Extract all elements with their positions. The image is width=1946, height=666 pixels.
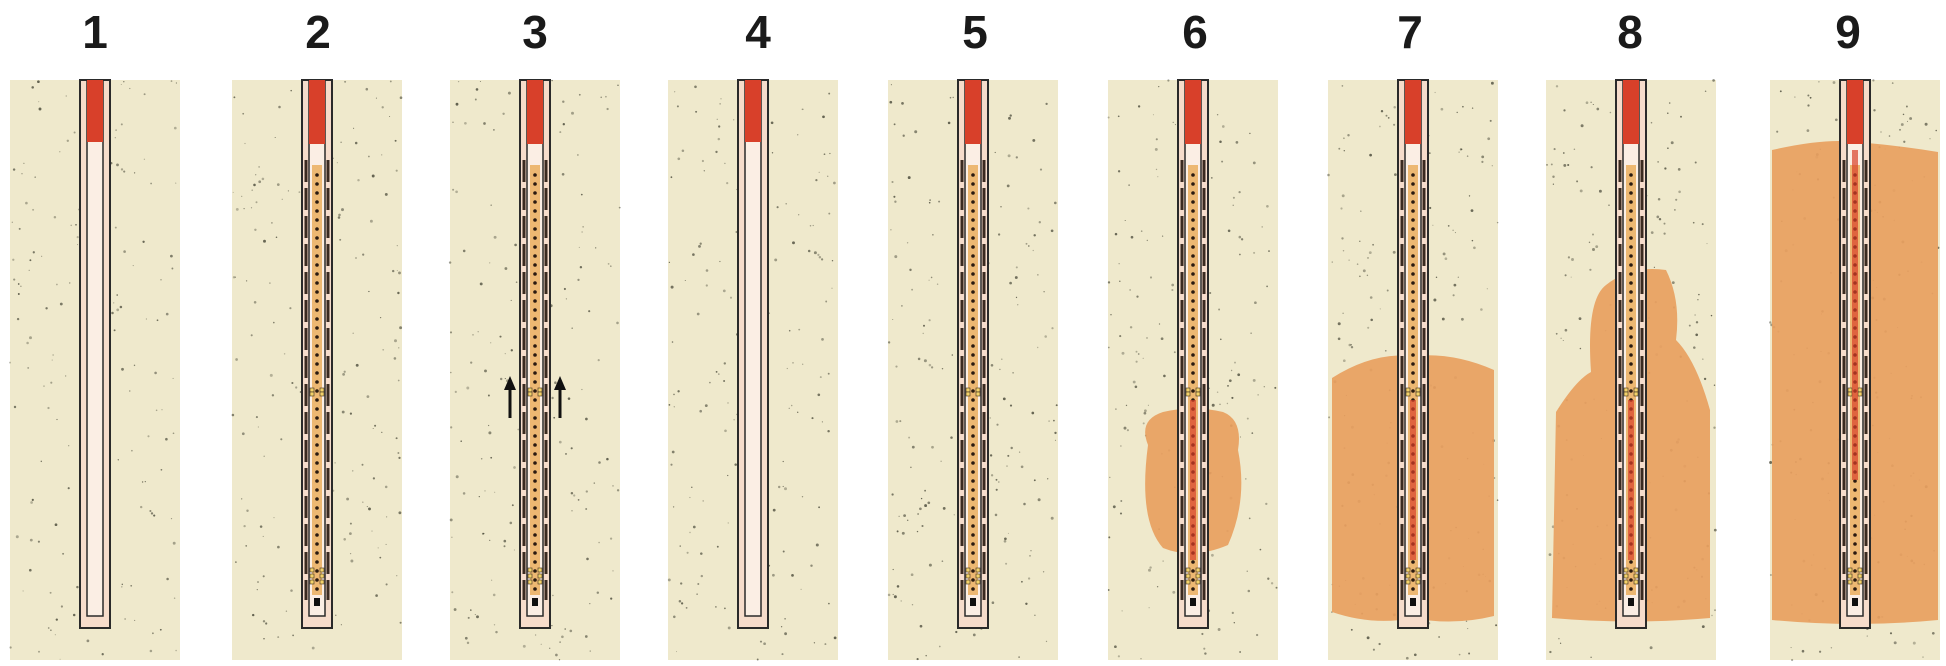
panel-2 bbox=[232, 80, 403, 660]
panel-4 bbox=[668, 80, 838, 660]
panel-3 bbox=[449, 80, 621, 660]
fluid-column-top bbox=[527, 80, 543, 144]
panel-5 bbox=[888, 80, 1058, 660]
panel-1 bbox=[9, 80, 180, 660]
fluid-injection bbox=[1190, 400, 1196, 560]
panel-6 bbox=[1108, 79, 1278, 660]
fluid-column-top bbox=[1623, 80, 1639, 144]
fluid-column-top bbox=[965, 80, 981, 144]
fluid-column-top bbox=[309, 80, 325, 144]
fluid-injection bbox=[1628, 400, 1634, 560]
fluid-injection bbox=[1852, 150, 1858, 480]
fluid-column-top bbox=[1847, 80, 1863, 144]
fluid-column-top bbox=[87, 80, 103, 142]
panel-9 bbox=[1769, 79, 1940, 661]
inner-tubing bbox=[745, 80, 761, 616]
fluid-column-top bbox=[1185, 80, 1201, 144]
fluid-column-top bbox=[745, 80, 761, 142]
panel-7 bbox=[1327, 80, 1498, 660]
panel-8 bbox=[1546, 79, 1717, 660]
inner-tubing bbox=[87, 80, 103, 616]
fluid-injection bbox=[1410, 400, 1416, 560]
fluid-column-top bbox=[1405, 80, 1421, 144]
